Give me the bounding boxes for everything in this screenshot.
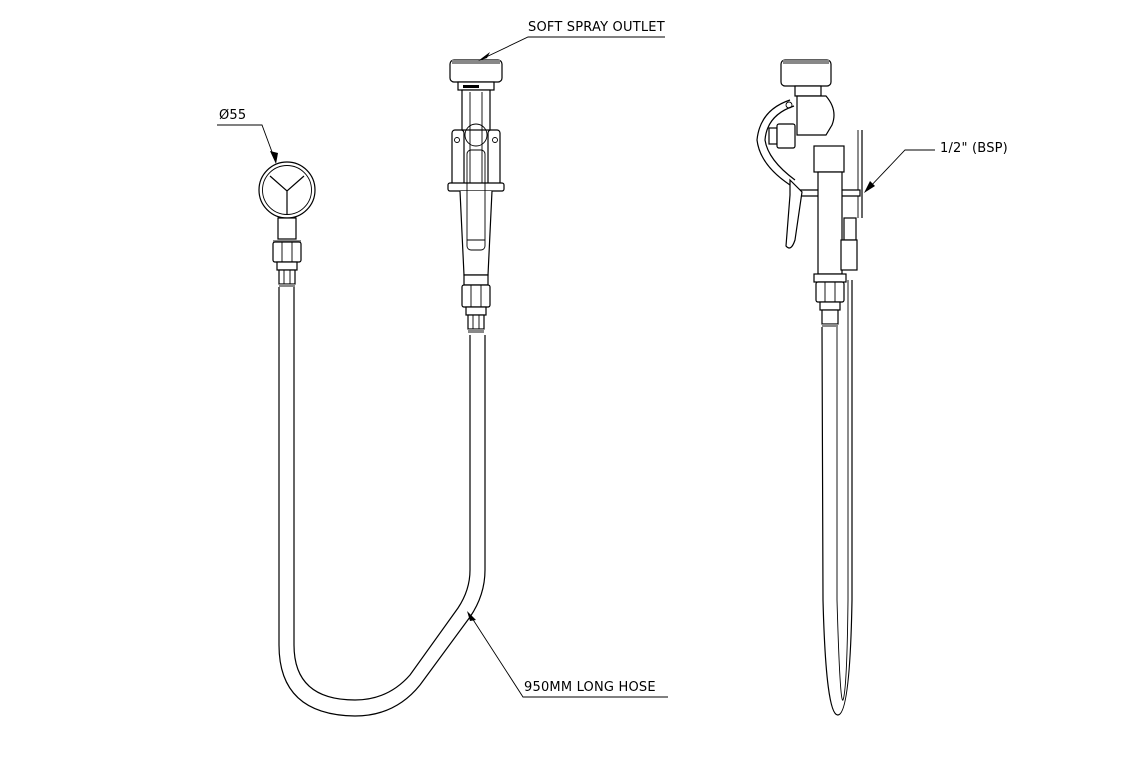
front-view — [258, 59, 505, 717]
leaders — [217, 36, 935, 698]
hose-side — [821, 280, 853, 716]
hose — [278, 287, 486, 717]
pressure-gauge — [258, 161, 316, 287]
callout-gauge-diameter: Ø55 — [219, 108, 247, 123]
callout-thread-size: 1/2" (BSP) — [940, 141, 1008, 156]
side-view — [756, 59, 863, 716]
callout-soft-spray-outlet: SOFT SPRAY OUTLET — [528, 20, 665, 35]
spray-handle — [447, 59, 505, 333]
callout-hose-length: 950MM LONG HOSE — [524, 680, 656, 695]
